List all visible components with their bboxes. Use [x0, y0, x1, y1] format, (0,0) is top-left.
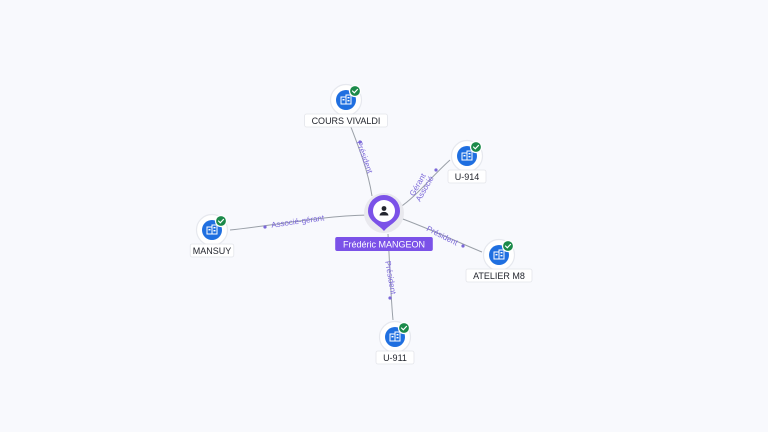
person-node[interactable]: Frédéric MANGEON: [335, 193, 433, 251]
edge-arrow-icon: [263, 225, 267, 229]
company-node-atelier-m8[interactable]: ATELIER M8: [465, 238, 533, 283]
company-label-box: [375, 350, 415, 365]
company-node-mansuy[interactable]: MANSUY: [189, 213, 235, 258]
relation-label: Président: [354, 140, 374, 176]
verified-check-icon: [397, 321, 411, 335]
edge-line: [229, 214, 369, 231]
edge-line: [399, 217, 483, 253]
edge-arrow-icon: [358, 140, 362, 144]
building-icon: [389, 331, 401, 342]
company-name: MANSUY: [193, 246, 232, 256]
relation-edge-cours-vivaldi: Président: [346, 116, 375, 197]
company-name: U-911: [383, 353, 407, 363]
person-label-box: [335, 237, 433, 251]
person-name: Frédéric MANGEON: [343, 240, 425, 250]
company-name: U-914: [455, 172, 480, 182]
relation-label: Président: [383, 260, 398, 296]
verified-check-icon: [501, 239, 515, 253]
company-label-box: [189, 243, 235, 258]
company-name: ATELIER M8: [473, 271, 525, 281]
verified-check-icon: [469, 140, 483, 154]
edge-arrow-icon: [434, 168, 438, 172]
building-icon: [493, 249, 505, 260]
relation-label: Associé-gérant: [271, 213, 326, 229]
building-icon: [206, 224, 218, 235]
edge-line: [398, 159, 451, 209]
building-icon: [340, 94, 352, 105]
relation-edge-mansuy: Associé-gérant: [229, 213, 369, 231]
person-disc: [373, 200, 395, 222]
edges-layer: PrésidentGérantAssociéAssocié-gérantPrés…: [229, 116, 483, 321]
edge-arrow-icon: [461, 244, 465, 248]
verified-check-icon: [214, 214, 228, 228]
company-node-u-911[interactable]: U-911: [375, 320, 415, 365]
company-name: COURS VIVALDI: [312, 116, 381, 126]
edge-arrow-icon: [388, 296, 392, 300]
company-node-cours-vivaldi[interactable]: COURS VIVALDI: [304, 83, 388, 128]
company-label-box: [304, 113, 388, 128]
person-icon: [379, 206, 389, 216]
company-label-box: [447, 169, 487, 184]
company-label-box: [465, 268, 533, 283]
building-icon: [461, 150, 473, 161]
company-node-u-914[interactable]: U-914: [447, 139, 487, 184]
verified-check-icon: [348, 84, 362, 98]
